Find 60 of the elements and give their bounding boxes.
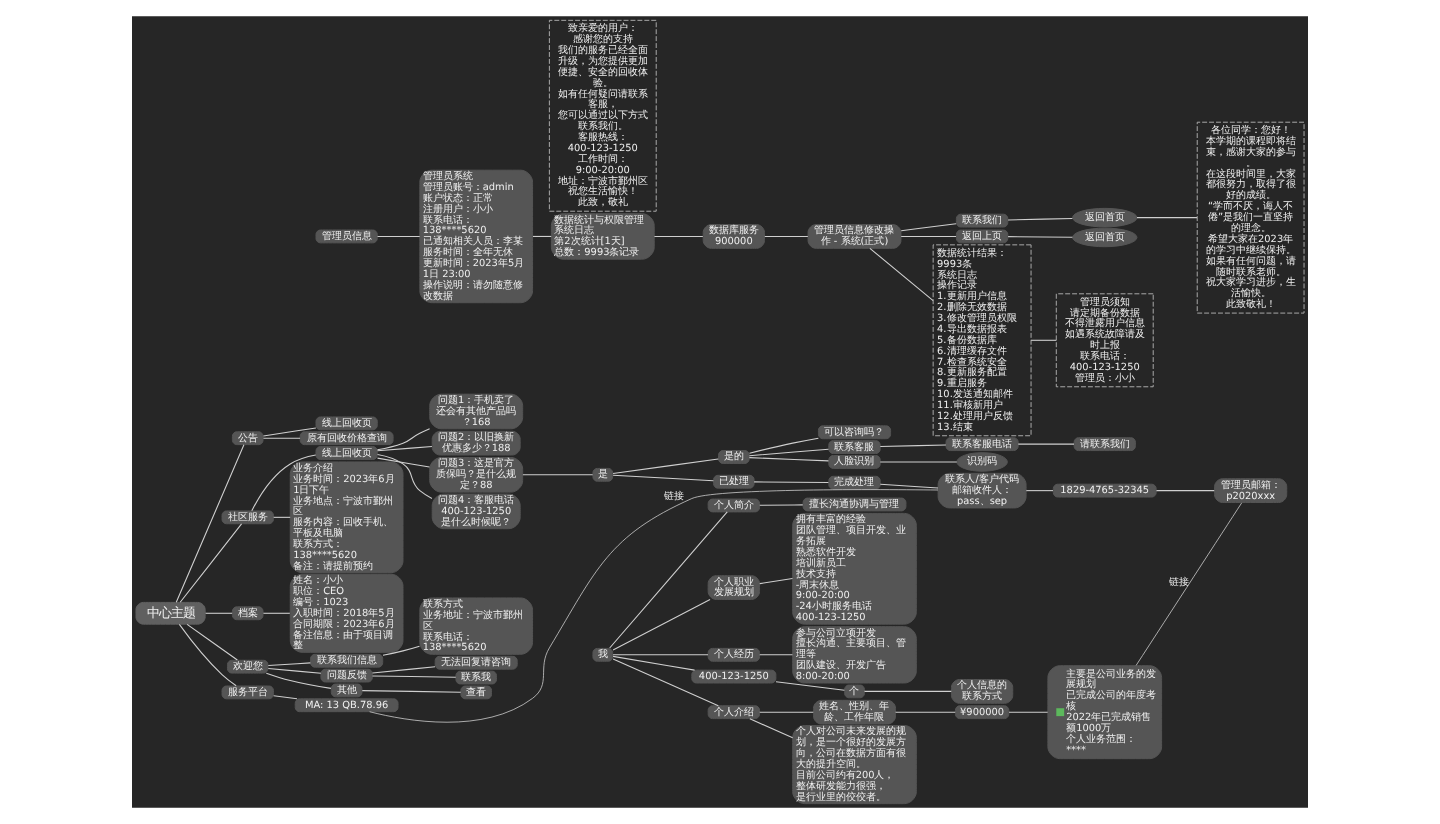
connector bbox=[612, 598, 711, 651]
connector bbox=[1017, 443, 1075, 445]
connector bbox=[612, 474, 714, 482]
connector bbox=[900, 235, 957, 237]
connector bbox=[262, 437, 301, 439]
connector bbox=[1007, 236, 1073, 238]
connector bbox=[267, 667, 322, 674]
connector bbox=[371, 666, 436, 674]
connector bbox=[612, 654, 709, 656]
connector bbox=[748, 448, 830, 457]
connector bbox=[612, 655, 696, 671]
connector bbox=[377, 453, 433, 499]
connector bbox=[612, 458, 719, 475]
connector bbox=[251, 454, 317, 512]
connector bbox=[748, 457, 830, 462]
connector bbox=[376, 428, 431, 451]
connector bbox=[1008, 711, 1049, 713]
connector bbox=[879, 444, 947, 448]
connector bbox=[522, 474, 594, 476]
connector bbox=[895, 711, 956, 713]
connector bbox=[1007, 217, 1073, 221]
connector bbox=[759, 577, 794, 585]
connector bbox=[869, 247, 934, 302]
connector bbox=[764, 235, 809, 237]
connector bbox=[205, 612, 233, 614]
connector bbox=[1135, 502, 1243, 666]
connector bbox=[653, 235, 704, 237]
connector bbox=[864, 690, 952, 692]
connector bbox=[759, 504, 804, 506]
connector bbox=[759, 654, 794, 656]
connector bbox=[377, 457, 431, 468]
connector bbox=[612, 658, 719, 707]
connector bbox=[900, 223, 957, 232]
connector bbox=[179, 523, 243, 603]
connector bbox=[753, 481, 829, 484]
connector bbox=[748, 437, 819, 454]
connector bbox=[267, 662, 311, 667]
connector bbox=[273, 695, 298, 700]
connector bbox=[1025, 490, 1054, 492]
connector bbox=[371, 675, 457, 678]
connector bbox=[377, 235, 421, 237]
connector bbox=[759, 711, 814, 713]
connector bbox=[775, 681, 845, 691]
connector bbox=[361, 690, 462, 693]
connector bbox=[1030, 339, 1057, 341]
connector bbox=[1155, 490, 1215, 492]
connector bbox=[262, 612, 291, 614]
connector bbox=[178, 623, 237, 687]
connector bbox=[262, 427, 317, 437]
connector bbox=[377, 445, 433, 452]
connector bbox=[749, 718, 794, 739]
connector bbox=[382, 645, 421, 656]
connector bbox=[265, 672, 332, 689]
connector bbox=[186, 623, 238, 661]
connector bbox=[879, 483, 939, 489]
connector bbox=[609, 511, 728, 649]
connector bbox=[1136, 217, 1198, 219]
connector bbox=[175, 444, 245, 603]
connector bbox=[879, 461, 958, 463]
connector bbox=[532, 235, 552, 237]
